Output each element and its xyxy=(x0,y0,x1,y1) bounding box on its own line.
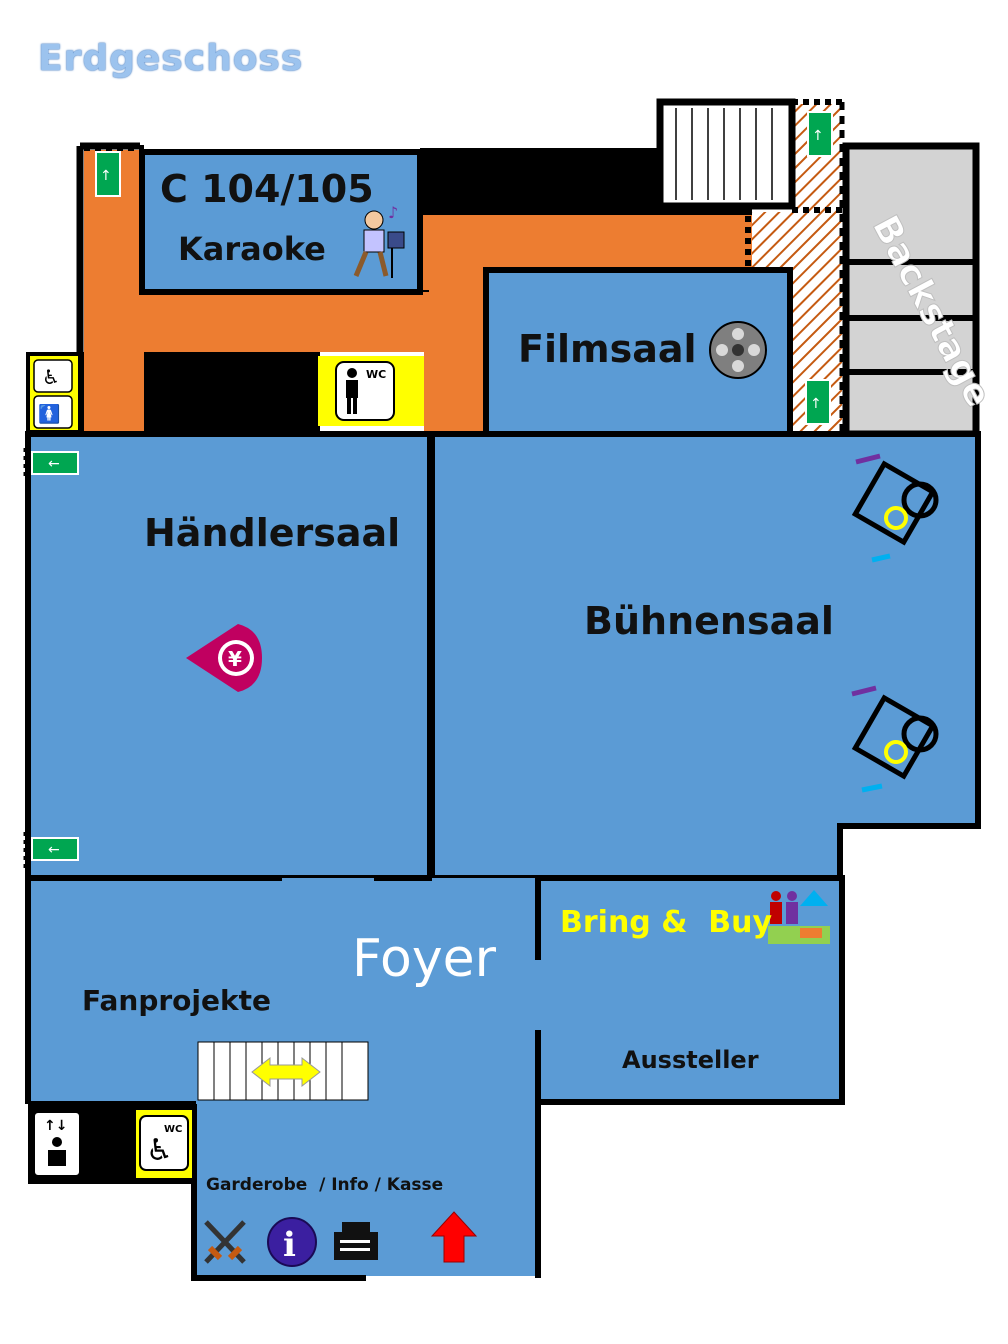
wheelchair-wc-icon: ♿ xyxy=(146,1133,173,1168)
backstage-area xyxy=(842,142,980,438)
floor-title: Erdgeschoss xyxy=(38,38,304,79)
room-label-fanprojekte: Fanprojekte xyxy=(82,984,271,1017)
emergency-exit-icon: ↑ xyxy=(100,168,112,184)
yen-dealer-icon: ¥ xyxy=(186,624,262,692)
room-number-karaoke: C 104/105 xyxy=(160,167,374,211)
stairs-top xyxy=(656,98,796,210)
emergency-exit: ↑ xyxy=(807,111,833,157)
wc-accessible[interactable]: ♿ WC xyxy=(136,1110,192,1178)
room-label-haendlersaal: Händlersaal xyxy=(144,511,400,555)
room-label-filmsaal: Filmsaal xyxy=(518,327,697,371)
room-label-aussteller: Aussteller xyxy=(622,1046,759,1074)
info-icon[interactable]: i xyxy=(267,1217,317,1267)
svg-text:WC: WC xyxy=(164,1124,182,1135)
stairs-foyer[interactable] xyxy=(197,1041,369,1101)
emergency-exit-icon: ↑ xyxy=(812,128,824,144)
film-reel-icon xyxy=(709,321,767,379)
svg-text:↑↓: ↑↓ xyxy=(44,1118,67,1134)
room-label-foyer: Foyer xyxy=(352,929,497,989)
room-label-buehnensaal: Bühnensaal xyxy=(584,599,834,643)
emergency-exit-icon: ← xyxy=(48,456,60,472)
stage-spotlight-icon xyxy=(851,453,939,563)
room-buehnensaal[interactable] xyxy=(429,431,981,881)
room-label-entrance: Garderobe / Info / Kasse xyxy=(206,1175,443,1195)
emergency-exit-icon: ↑ xyxy=(810,396,822,412)
emergency-exit: ← xyxy=(31,451,79,475)
wc-accessible-small[interactable]: ♿ 🚺 xyxy=(30,356,78,430)
room-label-bring-buy: Bring & Buy xyxy=(560,905,772,940)
elevator-icon xyxy=(52,1137,62,1147)
svg-text:WC: WC xyxy=(366,368,386,381)
stage-spotlight-icon xyxy=(851,685,939,793)
sword-icon xyxy=(204,1220,246,1264)
svg-text:¥: ¥ xyxy=(228,647,242,671)
svg-text:♪: ♪ xyxy=(388,203,398,222)
emergency-exit: ↑ xyxy=(805,379,831,425)
emergency-exit-icon: ← xyxy=(48,842,60,858)
double-arrow-icon xyxy=(251,1056,321,1088)
emergency-exit: ↑ xyxy=(95,151,121,197)
karaoke-singer-icon: ♪ xyxy=(353,203,405,278)
elevator[interactable]: ↑↓ xyxy=(33,1111,81,1177)
room-label-karaoke: Karaoke xyxy=(178,230,326,268)
emergency-exit: ← xyxy=(31,837,79,861)
wc-male[interactable]: WC xyxy=(318,356,424,426)
svg-text:i: i xyxy=(283,1225,296,1265)
flea-market-icon xyxy=(768,890,830,944)
wheelchair-wc-icon: ♿ xyxy=(42,365,60,389)
entrance-arrow-icon xyxy=(430,1211,478,1263)
male-wc-icon xyxy=(347,368,357,378)
female-wc-icon: 🚺 xyxy=(38,403,60,425)
cash-register-icon xyxy=(334,1222,378,1260)
